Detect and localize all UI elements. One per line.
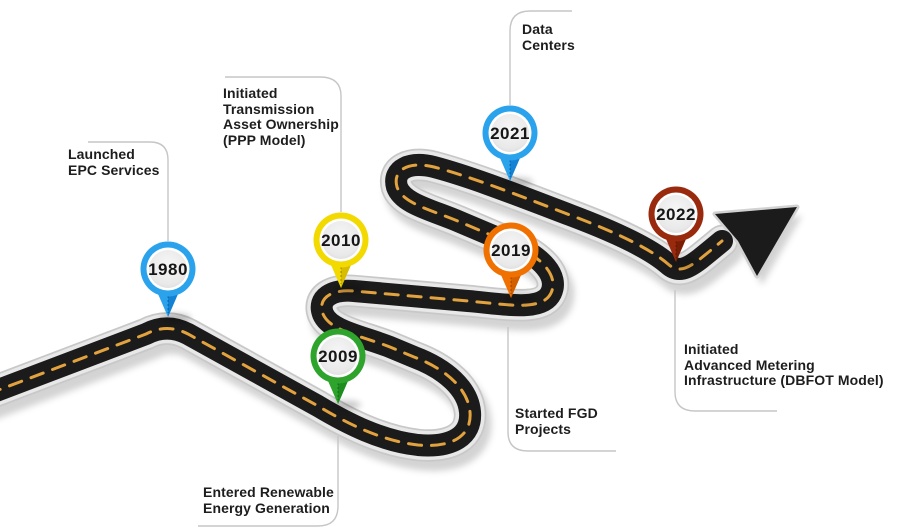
map-pin-2019: 2019 [483,222,539,298]
pin-year-1980: 1980 [148,260,188,279]
pin-year-2021: 2021 [490,124,530,143]
pin-year-2009: 2009 [318,347,358,366]
milestone-label-1980: Launched EPC Services [68,146,160,178]
map-pin-2010: 2010 [313,212,369,288]
callout-line-2022 [674,290,777,412]
map-pin-1980: 1980 [140,241,196,317]
pin-year-2019: 2019 [491,241,531,260]
callout-lines [88,10,777,527]
milestone-label-2022: Initiated Advanced Metering Infrastructu… [684,341,884,388]
callout-line-2019 [507,327,616,452]
callout-line-2021 [509,10,572,105]
map-pin-2009: 2009 [310,328,366,404]
pin-year-2010: 2010 [321,231,361,250]
callout-line-2009 [198,436,339,527]
map-pin-2022: 2022 [648,186,704,262]
road-curb [0,150,737,460]
road-center-dashes [0,163,724,447]
milestone-label-2021: Data Centers [522,21,575,53]
map-pin-2021: 2021 [482,105,538,181]
milestone-label-2010: Initiated Transmission Asset Ownership (… [223,85,339,148]
milestone-label-2019: Started FGD Projects [515,405,598,437]
road-arrow-icon [712,204,800,279]
callout-line-1980 [88,141,169,241]
pin-year-2022: 2022 [656,205,696,224]
callout-line-2010 [225,76,342,212]
milestone-label-2009: Entered Renewable Energy Generation [203,484,334,516]
